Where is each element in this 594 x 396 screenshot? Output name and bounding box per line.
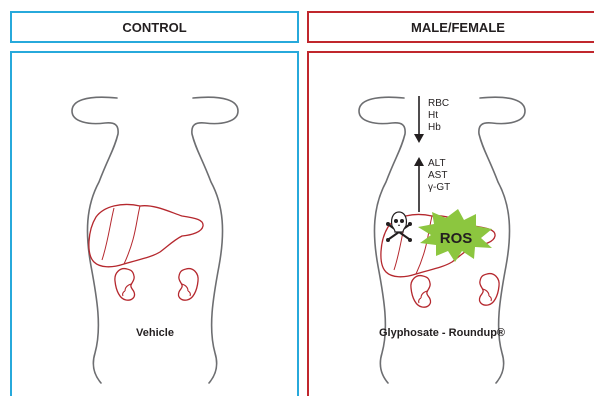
control-liver (89, 204, 203, 266)
treatment-left-kidney (411, 276, 431, 308)
marker-hb: Hb (428, 122, 441, 133)
control-body-outline (72, 97, 238, 383)
control-left-kidney (115, 269, 135, 301)
treatment-group-label: Glyphosate - Roundup® (379, 327, 505, 339)
arrow-up-icon (414, 157, 424, 212)
ros-label: ROS (440, 230, 473, 247)
marker-ast: AST (428, 170, 447, 181)
skull-crossbones-icon (386, 212, 412, 242)
marker-rbc: RBC (428, 98, 449, 109)
control-group-label: Vehicle (136, 327, 174, 339)
marker-ht: Ht (428, 110, 438, 121)
arrow-down-icon (414, 96, 424, 143)
marker-alt: ALT (428, 158, 446, 169)
control-right-kidney (178, 269, 198, 301)
treatment-right-kidney (479, 274, 499, 306)
marker-ggt: γ-GT (428, 182, 450, 193)
